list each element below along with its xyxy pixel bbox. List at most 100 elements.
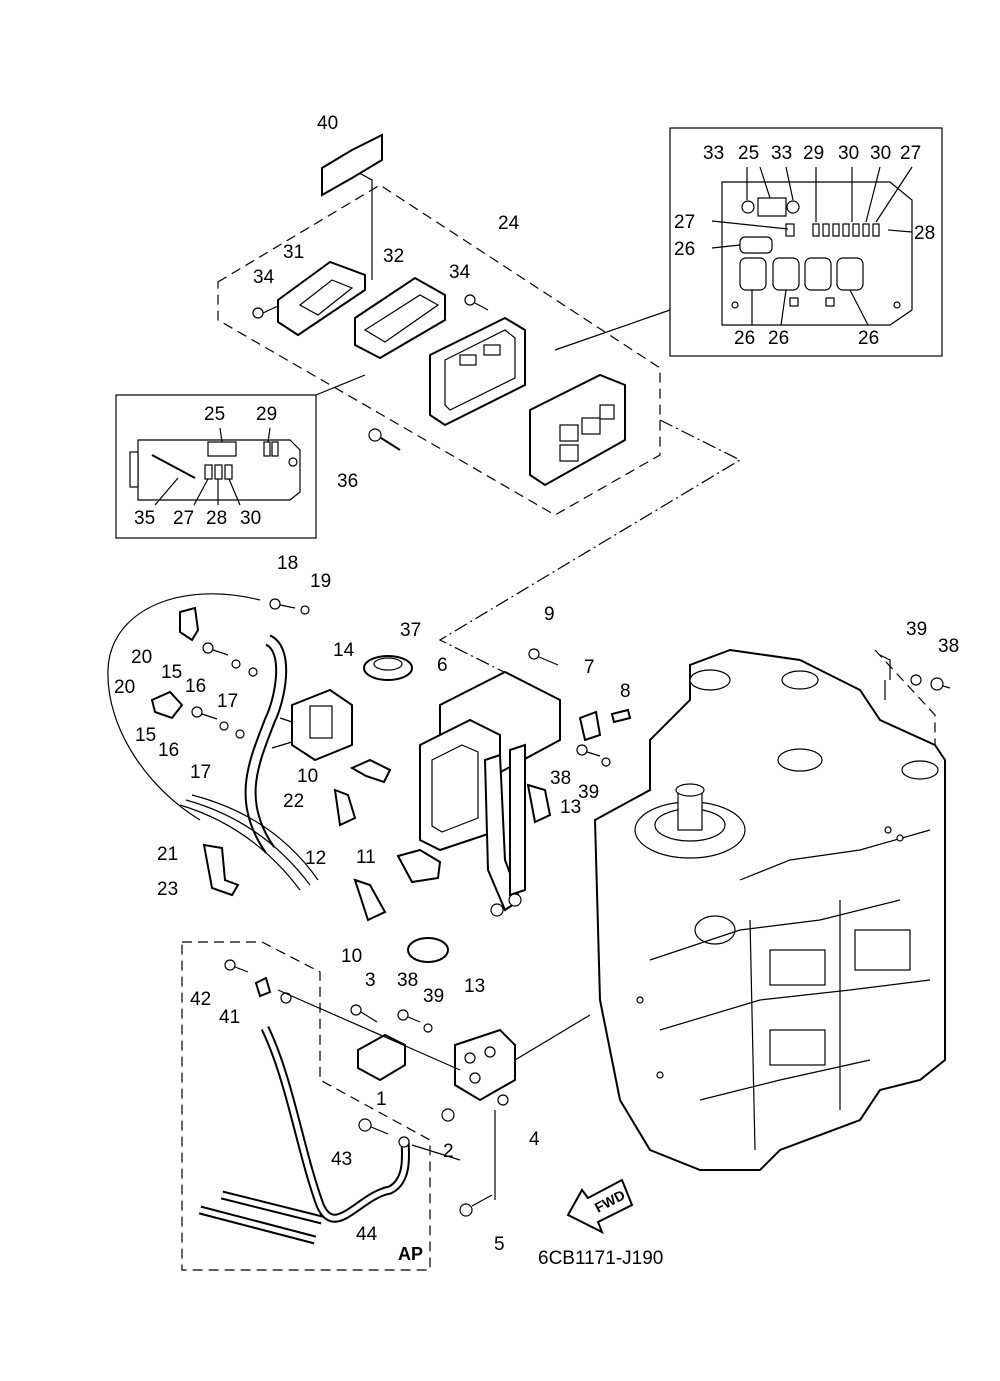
detail2-callout-25: 25 xyxy=(204,404,225,425)
callout-34-right: 34 xyxy=(449,262,471,283)
callout-10-upper: 10 xyxy=(297,766,318,787)
callout-1: 1 xyxy=(376,1089,387,1110)
screw-34-right xyxy=(464,294,489,311)
callout-32: 32 xyxy=(383,246,404,267)
grommet-37 xyxy=(363,655,413,681)
callout-10-lower: 10 xyxy=(341,946,362,967)
callout-38-mid: 38 xyxy=(550,768,571,789)
clips-10-11-12-13 xyxy=(333,758,552,963)
callout-9: 9 xyxy=(544,604,555,625)
callout-41: 41 xyxy=(219,1007,240,1028)
frame-lines xyxy=(107,127,943,1271)
callout-2: 2 xyxy=(443,1141,454,1162)
callout-37: 37 xyxy=(400,620,421,641)
sensor-20-upper xyxy=(179,606,200,642)
callout-44: 44 xyxy=(356,1224,378,1245)
callout-40: 40 xyxy=(317,113,338,134)
detail2-callout-35: 35 xyxy=(134,508,155,529)
bolt-38-39-right xyxy=(879,654,951,700)
callout-39-mid: 39 xyxy=(578,782,599,803)
detail1-callout-26a: 26 xyxy=(674,239,695,260)
bolt-9 xyxy=(528,648,559,666)
relay-14 xyxy=(271,688,353,762)
callout-6: 6 xyxy=(437,655,448,676)
callout-14: 14 xyxy=(333,640,355,661)
callout-15-upper: 15 xyxy=(161,662,182,683)
callout-16-upper: 16 xyxy=(185,676,206,697)
callout-17-lower: 17 xyxy=(190,762,211,783)
bolt-42 xyxy=(224,959,249,973)
detail1-callout-27a: 27 xyxy=(900,143,921,164)
callout-13-lower: 13 xyxy=(464,976,485,997)
callout-39-right: 39 xyxy=(906,619,927,640)
pin-8 xyxy=(610,708,632,724)
callout-18: 18 xyxy=(277,553,298,574)
callout-42: 42 xyxy=(190,989,211,1010)
sensor-20-lower xyxy=(150,690,184,720)
detail1-callout-33a: 33 xyxy=(703,143,724,164)
callout-20-lower: 20 xyxy=(114,677,135,698)
bolt-2 xyxy=(441,1108,455,1122)
callout-11: 11 xyxy=(356,847,376,868)
callout-13-upper: 13 xyxy=(560,797,581,818)
detail2-callout-27: 27 xyxy=(173,508,194,529)
bolt-38-39-mid xyxy=(576,744,611,767)
leaders-lower xyxy=(277,989,591,1200)
ecu-frame xyxy=(429,316,526,427)
ap-label: AP xyxy=(398,1244,423,1264)
callout-3: 3 xyxy=(365,970,376,991)
screw-34-left xyxy=(252,305,279,319)
callout-20-upper: 20 xyxy=(131,647,152,668)
detail2-callout-30: 30 xyxy=(240,508,261,529)
callout-21: 21 xyxy=(157,844,178,865)
callout-4: 4 xyxy=(529,1129,540,1150)
callout-12: 12 xyxy=(305,848,326,869)
label-tag xyxy=(321,133,383,197)
detail1-callout-30a: 30 xyxy=(838,143,859,164)
detail-ecu-bottom xyxy=(129,427,301,506)
drawing-code: 6CB1171-J190 xyxy=(538,1248,663,1269)
bolt-5 xyxy=(459,1194,493,1217)
callout-22: 22 xyxy=(283,791,304,812)
detail2-callout-29: 29 xyxy=(256,404,277,425)
detail1-callout-30b: 30 xyxy=(870,143,891,164)
connector-7 xyxy=(578,710,602,742)
callout-38-right: 38 xyxy=(938,636,959,657)
holder-1 xyxy=(357,1033,406,1082)
detail1-callout-25: 25 xyxy=(738,143,759,164)
fwd-arrow-icon: FWD xyxy=(566,1178,634,1235)
screw-36 xyxy=(368,428,401,451)
callout-39-lower: 39 xyxy=(423,986,444,1007)
engine-block xyxy=(593,648,946,1171)
clamp-23 xyxy=(202,843,240,897)
detail1-callout-26b: 26 xyxy=(734,328,755,349)
callout-43: 43 xyxy=(331,1149,352,1170)
detail1-callout-28: 28 xyxy=(914,223,935,244)
callout-8: 8 xyxy=(620,681,631,702)
cable-22 xyxy=(244,634,288,854)
callout-15-lower: 15 xyxy=(135,725,156,746)
detail2-callout-28: 28 xyxy=(206,508,227,529)
callout-16-lower: 16 xyxy=(158,740,179,761)
ecu-cover-32 xyxy=(354,276,446,360)
detail1-callout-26d: 26 xyxy=(858,328,879,349)
wire-21 xyxy=(179,794,319,891)
callout-7: 7 xyxy=(584,657,595,678)
bracket-6 xyxy=(419,670,561,917)
callout-38-lower: 38 xyxy=(397,970,418,991)
tag-41 xyxy=(254,976,272,998)
detail1-callout-26c: 26 xyxy=(768,328,789,349)
bolt-43 xyxy=(358,1118,389,1135)
bolt-38-lower xyxy=(397,1009,433,1033)
callout-24: 24 xyxy=(498,213,520,234)
bracket-4 xyxy=(454,1028,516,1106)
detail1-callout-27b: 27 xyxy=(674,212,695,233)
bolt-3 xyxy=(350,1004,378,1023)
ground-cable-44 xyxy=(198,992,411,1245)
callout-23: 23 xyxy=(157,879,178,900)
callout-19: 19 xyxy=(310,571,331,592)
callout-34-left: 34 xyxy=(253,267,275,288)
ecu-unit xyxy=(529,373,626,487)
callout-5: 5 xyxy=(494,1234,505,1255)
